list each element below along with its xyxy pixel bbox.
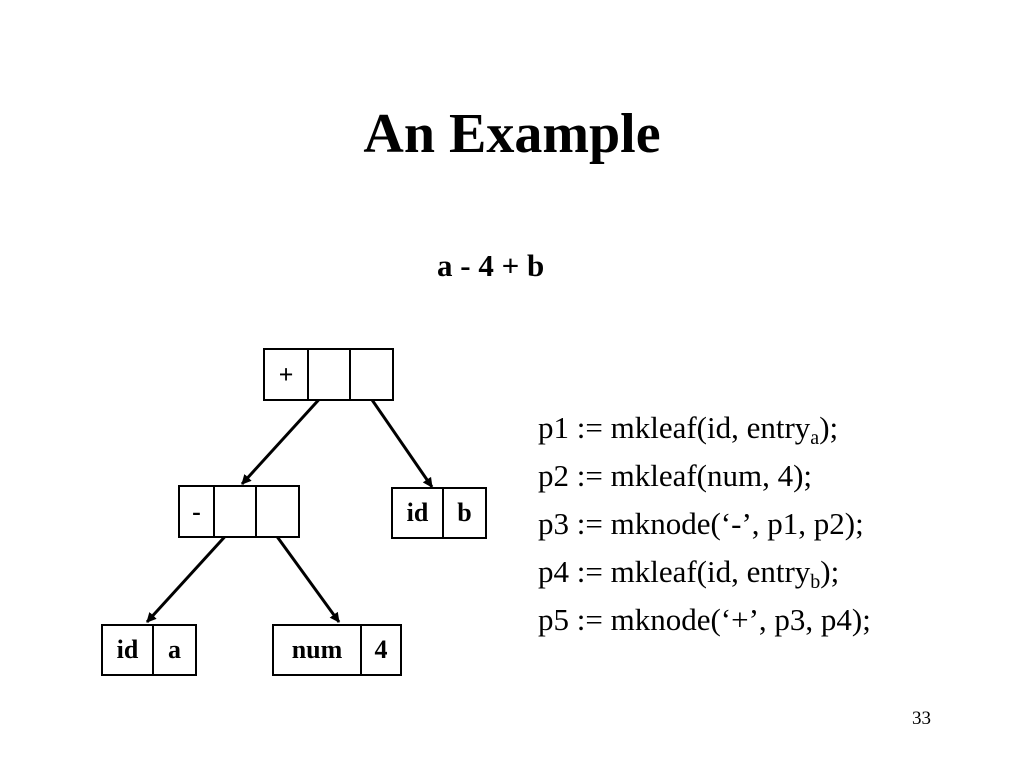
slide-title: An Example [363, 103, 661, 165]
code-line-4-prefix: p4 := mkleaf(id, entry [538, 554, 811, 589]
plus-node-op: + [265, 350, 309, 399]
leaf-id-b: id b [391, 487, 487, 539]
leaf-id-a-tag: id [103, 626, 154, 674]
leaf-id-a-value: a [168, 635, 181, 664]
minus-node-right-ptr [257, 487, 298, 536]
edge-plus-to-minus [240, 392, 326, 486]
code-listing: p1 := mkleaf(id, entrya); p2 := mkleaf(n… [538, 404, 871, 644]
code-line-1-suffix: ); [819, 410, 839, 445]
code-line-3: p3 := mknode(‘-’, p1, p2); [538, 506, 864, 541]
leaf-num-4-tag: num [274, 626, 362, 674]
leaf-num-4-value: 4 [374, 635, 388, 664]
page-number: 33 [912, 708, 931, 729]
code-line-4-suffix: ); [820, 554, 840, 589]
plus-node-left-ptr [309, 350, 351, 399]
minus-node-op: - [180, 487, 215, 536]
minus-node-left-ptr [215, 487, 257, 536]
edge-minus-to-id-a [145, 529, 232, 624]
code-line-1-subscript: a [810, 427, 820, 449]
leaf-id-a: id a [101, 624, 197, 676]
code-line-2: p2 := mkleaf(num, 4); [538, 458, 813, 493]
leaf-num-4: num 4 [272, 624, 402, 676]
plus-node-right-ptr [351, 350, 392, 399]
code-line-5: p5 := mknode(‘+’, p3, p4); [538, 602, 871, 637]
edge-plus-to-id-b [366, 393, 434, 488]
code-line-4-subscript: b [810, 571, 821, 593]
code-line-1-prefix: p1 := mkleaf(id, entry [538, 410, 811, 445]
plus-node: + [263, 348, 394, 401]
edge-minus-to-num-4 [271, 530, 341, 623]
expression-label: a - 4 + b [437, 248, 545, 283]
minus-node: - [178, 485, 300, 538]
code-line-1: p1 := mkleaf(id, entrya); [538, 404, 871, 452]
code-line-4: p4 := mkleaf(id, entryb); [538, 548, 871, 596]
leaf-id-b-tag: id [393, 489, 444, 537]
leaf-id-b-value: b [457, 498, 472, 527]
